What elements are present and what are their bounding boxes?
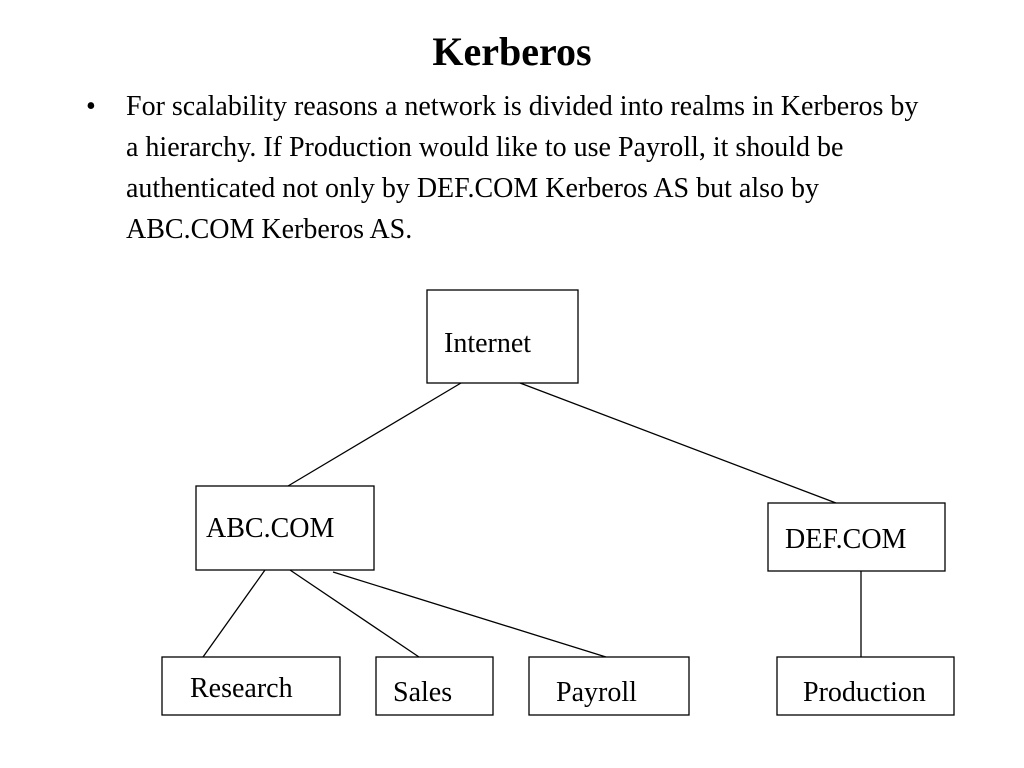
slide-title: Kerberos bbox=[432, 29, 592, 74]
node-research-label: Research bbox=[190, 673, 293, 704]
node-payroll-box bbox=[528, 656, 690, 716]
edge-internet-def bbox=[519, 382, 837, 504]
bullet-text: For scalability reasons a network is div… bbox=[126, 91, 919, 245]
node-sales-box bbox=[375, 656, 494, 716]
bullet-marker: • bbox=[86, 91, 96, 122]
bullet-item: • For scalability reasons a network is d… bbox=[86, 86, 926, 250]
node-production-label: Production bbox=[803, 677, 926, 708]
node-internet: Internet bbox=[426, 289, 579, 384]
node-abc-com-box bbox=[195, 485, 375, 571]
bullet-list: • For scalability reasons a network is d… bbox=[86, 86, 926, 250]
node-abc-com-label: ABC.COM bbox=[206, 513, 334, 544]
node-def-com: DEF.COM bbox=[767, 502, 946, 572]
node-research: Research bbox=[161, 656, 341, 716]
node-production: Production bbox=[776, 656, 955, 716]
node-production-box bbox=[776, 656, 955, 716]
node-def-com-box bbox=[767, 502, 946, 572]
node-abc-com: ABC.COM bbox=[195, 485, 375, 571]
node-sales-label: Sales bbox=[393, 677, 452, 708]
edge-abc-research bbox=[202, 569, 266, 658]
node-internet-box bbox=[426, 289, 579, 384]
node-internet-label: Internet bbox=[444, 328, 531, 359]
node-sales: Sales bbox=[375, 656, 494, 716]
edge-internet-abc bbox=[287, 382, 462, 487]
node-research-box bbox=[161, 656, 341, 716]
edge-abc-sales bbox=[289, 569, 420, 658]
node-def-com-label: DEF.COM bbox=[785, 524, 907, 555]
edge-abc-payroll bbox=[332, 571, 607, 658]
node-payroll: Payroll bbox=[528, 656, 690, 716]
node-payroll-label: Payroll bbox=[556, 677, 637, 708]
